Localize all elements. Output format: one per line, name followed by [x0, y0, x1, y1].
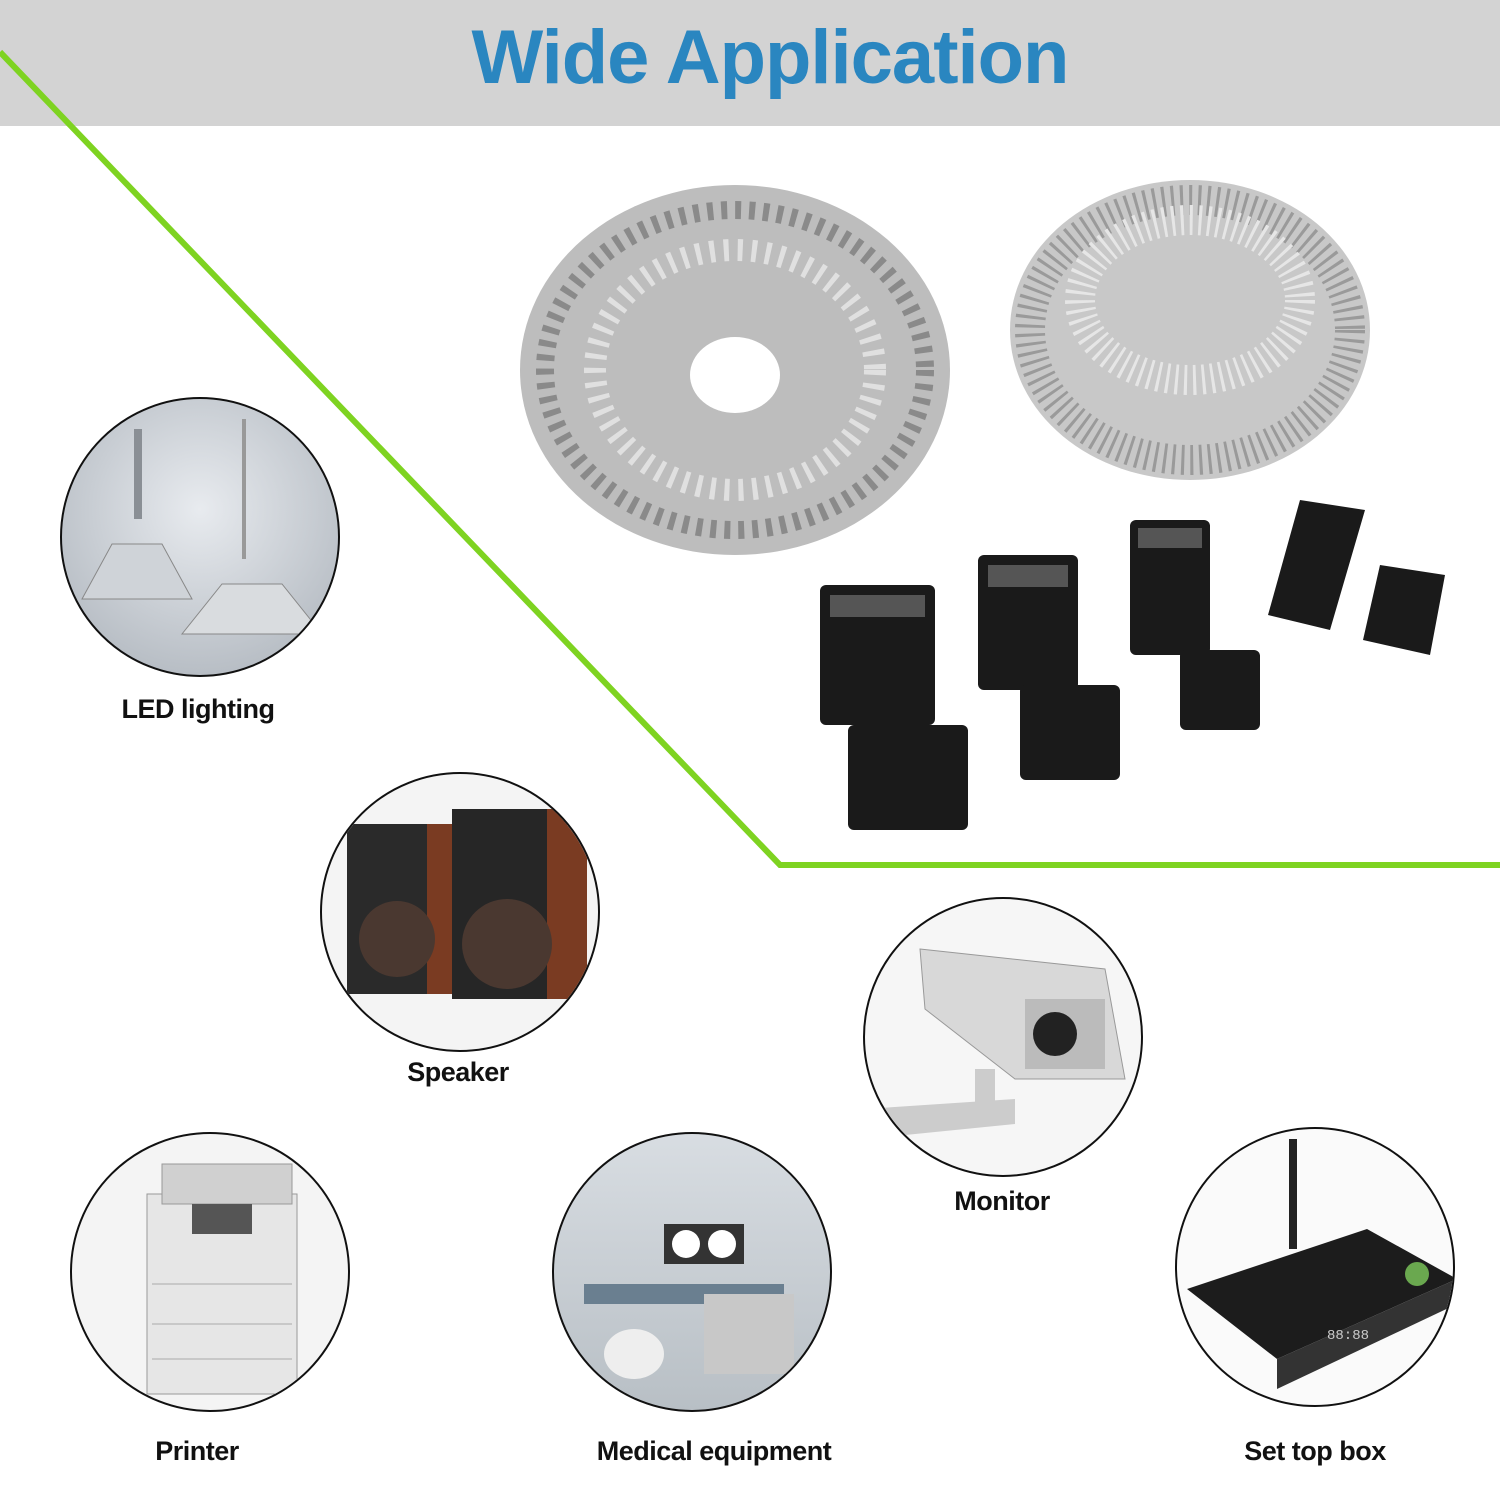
female-terminal-reel [520, 185, 950, 555]
accent-divider-line [0, 49, 1500, 868]
male-terminal-reel [1010, 180, 1370, 480]
set-top-box-icon: 88:88 [1187, 1139, 1453, 1389]
led-lamp-icon [81, 419, 324, 635]
monitor-image [863, 897, 1143, 1177]
connector-housings [820, 500, 1445, 830]
medical-equipment-icon [584, 1224, 794, 1379]
set-top-box-image: 88:88 [1175, 1127, 1455, 1407]
label-speaker: Speaker [407, 1057, 509, 1087]
label-set-top-box: Set top box [1244, 1436, 1386, 1466]
speaker-icon [347, 809, 587, 999]
security-camera-icon [865, 948, 1126, 1139]
header-band [0, 0, 1500, 126]
svg-text:88:88: 88:88 [1327, 1328, 1369, 1344]
label-led-lighting: LED lighting [121, 694, 275, 724]
led-lighting-image [60, 397, 340, 677]
speaker-image [320, 772, 600, 1052]
medical-equipment-image [552, 1132, 832, 1412]
label-medical-equipment: Medical equipment [596, 1436, 832, 1466]
printer-image [70, 1132, 350, 1412]
page-title: Wide Application [471, 15, 1070, 100]
label-printer: Printer [155, 1436, 239, 1466]
label-monitor: Monitor [954, 1186, 1050, 1216]
printer-icon [146, 1163, 298, 1395]
